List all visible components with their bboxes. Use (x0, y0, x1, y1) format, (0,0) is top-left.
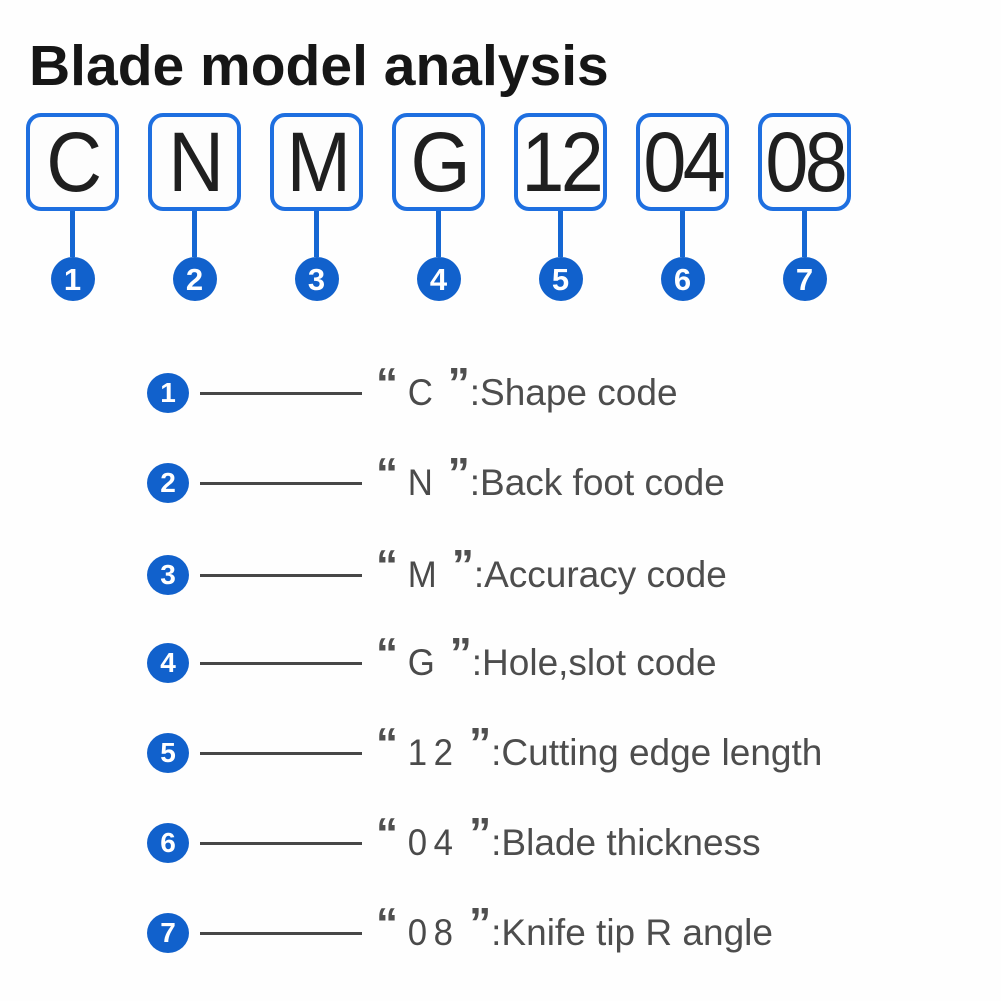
code-unit-1: C 1 (26, 113, 119, 301)
legend-badge-3: 3 (147, 555, 189, 595)
code-box-back-foot: N (148, 113, 241, 211)
number-badge-3: 3 (294, 257, 339, 301)
legend-badge-label: 1 (160, 377, 176, 408)
leader-line (200, 391, 362, 395)
legend-badge-1: 1 (147, 373, 189, 413)
badge-label: 3 (307, 261, 326, 297)
legend-badge-label: 4 (160, 647, 176, 678)
legend-code: C (407, 372, 440, 413)
legend-badge-label: 5 (160, 737, 176, 768)
number-badge-7: 7 (782, 257, 827, 301)
legend-code: 08 (407, 912, 460, 953)
code-box-shape: C (26, 113, 119, 211)
code-unit-2: N 2 (148, 113, 241, 301)
legend-badge-5: 5 (147, 733, 189, 773)
badge-label: 2 (185, 261, 204, 297)
code-box-label: 04 (643, 115, 725, 209)
legend-text-5: “ 12 ” :Cutting edge length (376, 719, 823, 774)
leader-line (200, 573, 362, 577)
number-badge-2: 2 (172, 257, 217, 301)
code-boxes-row: C 1 N 2 M 3 G 4 12 5 04 6 (26, 113, 851, 301)
number-badge-1: 1 (50, 257, 95, 301)
page-title: Blade model analysis (29, 34, 609, 98)
legend-text-7: “ 08 ” :Knife tip R angle (376, 899, 773, 954)
legend-description: :Blade thickness (491, 822, 761, 863)
legend-row-3: 3 “ M ” :Accuracy code (0, 541, 1001, 597)
legend-text-4: “ G ” :Hole,slot code (376, 629, 717, 684)
code-unit-5: 12 5 (514, 113, 607, 301)
code-box-label: 08 (765, 115, 847, 209)
code-box-label: 12 (521, 115, 603, 209)
legend-badge-label: 6 (160, 827, 176, 858)
connector-line (802, 211, 807, 257)
legend-description: :Shape code (469, 372, 678, 413)
legend-text-6: “ 04 ” :Blade thickness (376, 809, 761, 864)
code-box-edge-length: 12 (514, 113, 607, 211)
code-unit-4: G 4 (392, 113, 485, 301)
code-box-label: G (410, 115, 470, 209)
badge-label: 4 (429, 261, 448, 297)
leader-line (200, 661, 362, 665)
number-badge-4: 4 (416, 257, 461, 301)
legend-code: G (407, 642, 442, 683)
legend-row-2: 2 “ N ” :Back foot code (0, 449, 1001, 505)
legend-badge-4: 4 (147, 643, 189, 683)
legend-row-4: 4 “ G ” :Hole,slot code (0, 629, 1001, 685)
legend-text-1: “ C ” :Shape code (376, 359, 678, 414)
legend-description: :Cutting edge length (491, 732, 823, 773)
legend-badge-label: 7 (160, 917, 176, 948)
connector-line (192, 211, 197, 257)
legend-code: N (407, 462, 440, 503)
legend-badge-7: 7 (147, 913, 189, 953)
leader-line (200, 841, 362, 845)
legend-text-2: “ N ” :Back foot code (376, 449, 725, 504)
legend-badge-6: 6 (147, 823, 189, 863)
legend-description: :Knife tip R angle (491, 912, 773, 953)
legend-description: :Accuracy code (473, 554, 727, 595)
legend-description: :Back foot code (469, 462, 725, 503)
legend-badge-label: 2 (160, 467, 176, 498)
legend-badge-2: 2 (147, 463, 189, 503)
leader-line (200, 751, 362, 755)
legend-code: M (407, 554, 444, 595)
legend-text-3: “ M ” :Accuracy code (376, 541, 727, 596)
code-unit-7: 08 7 (758, 113, 851, 301)
legend-code: 12 (407, 732, 460, 773)
connector-line (558, 211, 563, 257)
code-box-tip-r-angle: 08 (758, 113, 851, 211)
legend-badge-label: 3 (160, 559, 176, 590)
connector-line (436, 211, 441, 257)
badge-label: 5 (551, 261, 570, 297)
legend-row-7: 7 “ 08 ” :Knife tip R angle (0, 899, 1001, 955)
number-badge-6: 6 (660, 257, 705, 301)
legend-row-5: 5 “ 12 ” :Cutting edge length (0, 719, 1001, 775)
connector-line (314, 211, 319, 257)
code-unit-6: 04 6 (636, 113, 729, 301)
connector-line (70, 211, 75, 257)
leader-line (200, 481, 362, 485)
legend-row-1: 1 “ C ” :Shape code (0, 359, 1001, 415)
badge-label: 1 (63, 261, 82, 297)
code-unit-3: M 3 (270, 113, 363, 301)
code-box-thickness: 04 (636, 113, 729, 211)
code-box-hole-slot: G (392, 113, 485, 211)
code-box-accuracy: M (270, 113, 363, 211)
badge-label: 6 (673, 261, 692, 297)
connector-line (680, 211, 685, 257)
legend-code: 04 (407, 822, 460, 863)
badge-label: 7 (795, 261, 814, 297)
code-box-label: C (46, 115, 102, 209)
legend-description: :Hole,slot code (471, 642, 717, 683)
legend-row-6: 6 “ 04 ” :Blade thickness (0, 809, 1001, 865)
leader-line (200, 931, 362, 935)
number-badge-5: 5 (538, 257, 583, 301)
code-box-label: N (168, 115, 224, 209)
code-box-label: M (286, 115, 350, 209)
